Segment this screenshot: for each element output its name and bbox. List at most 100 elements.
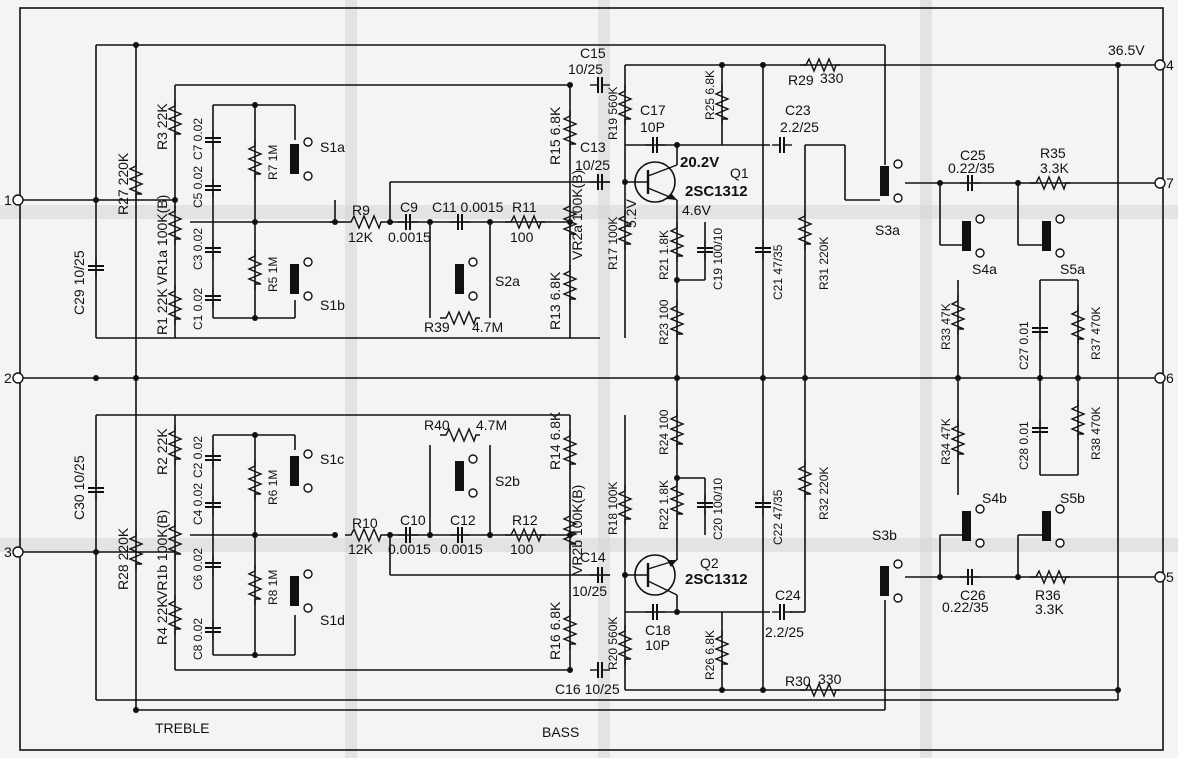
label-c4: C4 0.02: [191, 483, 205, 525]
label-q1-vc: 20.2V: [680, 154, 719, 171]
label-c26: C26: [960, 587, 986, 603]
label-r28: R28 220K: [115, 527, 131, 590]
label-r37: R37 470K: [1089, 307, 1103, 360]
label-r39: R39: [424, 319, 450, 335]
label-c25-value: 0.22/35: [948, 160, 995, 176]
label-r32: R32 220K: [817, 467, 831, 520]
label-r16: R16 6.8K: [547, 601, 563, 660]
label-c9-value: 0.0015: [388, 229, 431, 245]
terminal-6[interactable]: [1154, 372, 1166, 384]
label-r11-value: 100: [510, 229, 534, 245]
component-labels: R27 220K R28 220K C29 10/25 C30 10/25 R3…: [71, 45, 1103, 740]
switch-s1b[interactable]: [289, 257, 313, 301]
switch-s5a[interactable]: [1041, 214, 1065, 258]
label-s1d: S1d: [320, 612, 345, 628]
label-q1-part: 2SC1312: [685, 183, 748, 200]
label-r39-value: 4.7M: [472, 319, 503, 335]
label-s5a: S5a: [1060, 261, 1085, 277]
label-c5: C5 0.02: [191, 166, 205, 208]
label-c14: C14: [580, 549, 606, 565]
switch-s3b[interactable]: [879, 559, 903, 603]
label-r9-value: 12K: [348, 229, 374, 245]
label-r23: R23 100: [657, 299, 671, 345]
label-c12-value: 0.0015: [440, 541, 483, 557]
switch-s4a[interactable]: [961, 214, 985, 258]
label-s4b: S4b: [982, 490, 1007, 506]
label-c10-value: 0.0015: [388, 541, 431, 557]
label-r12-value: 100: [510, 541, 534, 557]
label-r9: R9: [352, 202, 370, 218]
label-r21: R21 1.8K: [657, 230, 671, 280]
label-r10-value: 12K: [348, 541, 374, 557]
switch-s2b[interactable]: [454, 454, 478, 498]
label-r38: R38 470K: [1089, 407, 1103, 460]
label-c14-value: 10/25: [572, 583, 607, 599]
label-s2b: S2b: [495, 473, 520, 489]
label-vr2a: VR2a 100K(B): [569, 170, 585, 260]
label-r13: R13 6.8K: [547, 271, 563, 330]
terminal-7[interactable]: [1154, 177, 1166, 189]
switch-s2a[interactable]: [454, 257, 478, 301]
supply-voltage-label: 36.5V: [1108, 42, 1145, 58]
label-c24-value: 2.2/25: [765, 624, 804, 640]
terminal-5[interactable]: [1154, 571, 1166, 583]
label-c18-value: 10P: [645, 637, 670, 653]
label-c15: C15: [580, 45, 606, 61]
terminals: 1 2 3 4 5 6 7 36.5V: [4, 42, 1174, 585]
terminal-4[interactable]: [1154, 59, 1166, 71]
label-c23: C23: [785, 102, 811, 118]
label-c25: C25: [960, 147, 986, 163]
label-c6: C6 0.02: [191, 548, 205, 590]
terminal-1[interactable]: [12, 194, 24, 206]
label-c17: C17: [640, 102, 666, 118]
label-r12: R12: [512, 512, 538, 528]
label-c11: C11 0.0015: [432, 199, 504, 215]
switch-s1d[interactable]: [289, 569, 313, 613]
label-r25: R25 6.8K: [703, 70, 717, 120]
label-c16: C16 10/25: [555, 681, 620, 697]
label-r6: R6 1M: [266, 470, 280, 505]
label-r15: R15 6.8K: [547, 106, 563, 165]
label-c28: C28 0.01: [1017, 421, 1031, 470]
label-vr1a: VR1a 100K(B): [154, 195, 170, 285]
transistor-q1: [625, 161, 678, 203]
label-bass: BASS: [542, 724, 579, 740]
label-c23-value: 2.2/25: [780, 119, 819, 135]
label-q1-ve: 4.6V: [682, 202, 711, 218]
capacitor-c24: [771, 603, 793, 621]
switch-s1c[interactable]: [289, 449, 313, 493]
terminal-2-label: 2: [4, 370, 12, 386]
label-r20: R20 560K: [606, 617, 620, 670]
label-r11: R11: [512, 199, 537, 215]
terminal-3[interactable]: [12, 546, 24, 558]
switch-s1a[interactable]: [289, 137, 313, 181]
label-r33: R33 47K: [939, 303, 953, 350]
label-s1a: S1a: [320, 139, 345, 155]
label-r4: R4 22K: [154, 598, 170, 645]
label-q2-ref: Q2: [700, 555, 719, 571]
label-r1: R1 22K: [154, 288, 170, 335]
label-c29: C29 10/25: [71, 250, 87, 315]
label-r35-value: 3.3K: [1040, 160, 1069, 176]
label-r8: R8 1M: [266, 570, 280, 605]
label-r3: R3 22K: [154, 103, 170, 150]
label-q2-part: 2SC1312: [685, 571, 748, 588]
label-c20: C20 100/10: [711, 478, 725, 540]
label-s1b: S1b: [320, 297, 345, 313]
label-r36: R36: [1035, 587, 1061, 603]
label-r31: R31 220K: [817, 237, 831, 290]
label-r27: R27 220K: [115, 152, 131, 215]
terminal-2[interactable]: [12, 372, 24, 384]
label-vr2b: VR2b 100K(B): [569, 485, 585, 575]
label-c26-value: 0.22/35: [942, 599, 989, 615]
label-c13-value: 10/25: [575, 157, 610, 173]
label-r40-value: 4.7M: [476, 417, 507, 433]
label-r29-value: 330: [820, 70, 844, 86]
label-c15-value: 10/25: [568, 61, 603, 77]
label-c13: C13: [580, 139, 606, 155]
label-r19: R19 560K: [606, 87, 620, 140]
component-symbols: [87, 58, 1085, 697]
switch-s3a[interactable]: [879, 159, 903, 203]
label-r40: R40: [424, 417, 450, 433]
terminal-5-label: 5: [1166, 569, 1174, 585]
